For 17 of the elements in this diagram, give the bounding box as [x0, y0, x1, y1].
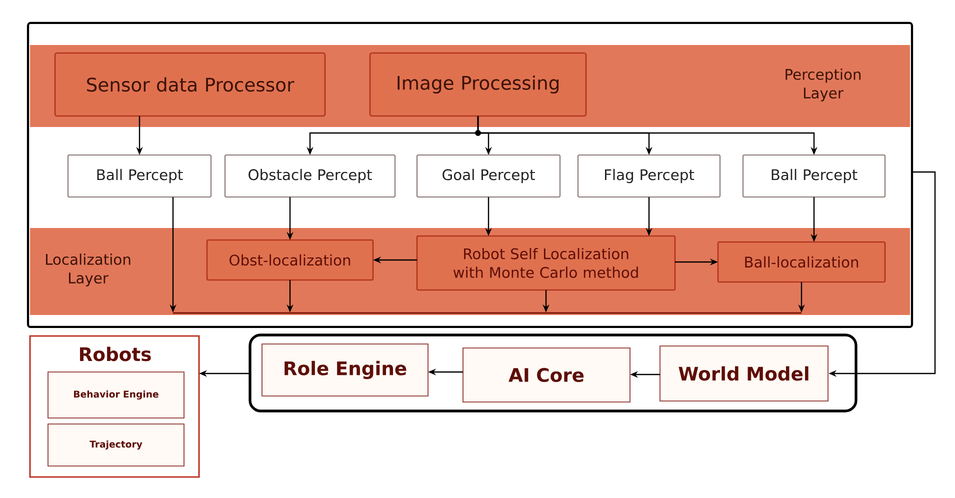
percept-box: Obstacle Percept: [224, 154, 396, 198]
percept-box: Ball Percept: [67, 154, 212, 198]
group-frame: [248, 334, 858, 412]
percept-box: Ball Percept: [742, 154, 886, 198]
module-box: AI Core: [462, 347, 631, 403]
module-box: World Model: [659, 345, 829, 402]
percept-box: Goal Percept: [416, 154, 561, 198]
percept-box: Flag Percept: [577, 154, 721, 198]
module-box: Trajectory: [47, 423, 185, 467]
frame: [26, 22, 914, 328]
module-box: Behavior Engine: [47, 371, 185, 419]
module-box: Role Engine: [261, 343, 429, 397]
localization-box: Ball-localization: [717, 241, 886, 283]
localization-box: Obst-localization: [206, 239, 374, 281]
localization-box: Robot Self Localization with Monte Carlo method: [416, 235, 676, 291]
process-box: Sensor data Processor: [54, 52, 326, 117]
process-box: Image Processing: [369, 52, 587, 117]
